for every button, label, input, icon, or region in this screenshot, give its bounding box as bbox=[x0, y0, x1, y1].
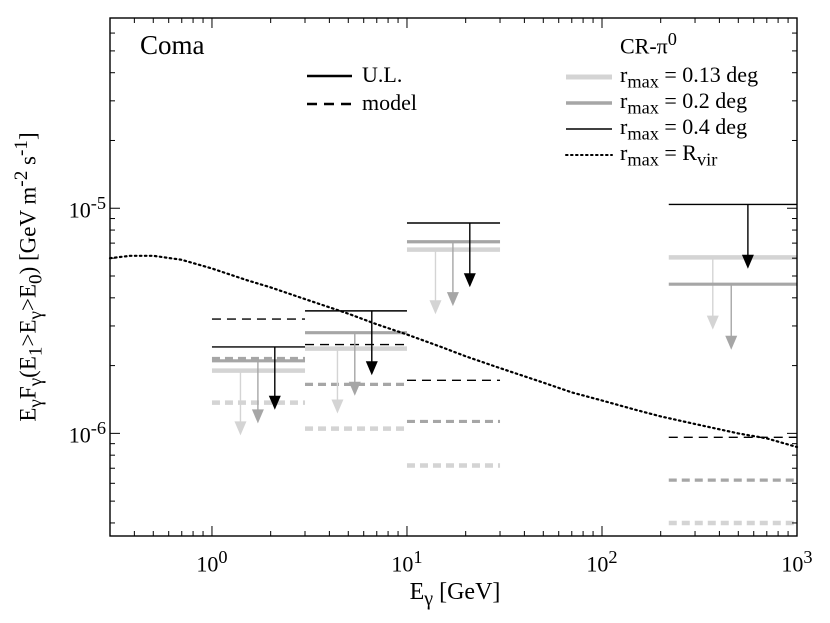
ul-arrow-head-bin0-r0.2 bbox=[251, 409, 264, 424]
y-tick-label: 10-5 bbox=[68, 194, 106, 223]
legend-label-rmax: rmax = 0.2 deg bbox=[620, 90, 748, 118]
x-tick-label-text: 101 bbox=[391, 548, 423, 577]
x-tick-label-text: 103 bbox=[781, 548, 813, 577]
legend-label-rmax-text: rmax = 0.13 deg bbox=[620, 64, 759, 92]
x-axis-title: Eγ [GeV] bbox=[409, 580, 501, 610]
x-tick-label: 103 bbox=[781, 548, 813, 577]
legend-label-rmax: rmax = Rvir bbox=[620, 142, 718, 170]
legend-label-rmax: rmax = 0.13 deg bbox=[620, 64, 759, 92]
ul-arrow-head-bin2-r0.13 bbox=[429, 300, 442, 315]
ul-arrow-head-bin2-r0.4 bbox=[463, 273, 476, 288]
chart-title: Coma bbox=[140, 32, 205, 60]
y-tick-label: 10-6 bbox=[68, 419, 106, 448]
axis-ticks bbox=[109, 18, 798, 536]
x-axis-title-text: Eγ [GeV] bbox=[409, 580, 501, 610]
legend-label-style: U.L. bbox=[362, 64, 403, 87]
ul-arrow-head-bin1-r0.13 bbox=[331, 399, 344, 414]
plot-area bbox=[108, 203, 799, 526]
ul-arrow-head-bin1-r0.2 bbox=[348, 381, 361, 396]
legend-title: CR-π0 bbox=[620, 30, 677, 59]
x-tick-label: 101 bbox=[391, 548, 423, 577]
y-axis-title-text: EγFγ(E1>Eγ>E0) [GeV m-2 s-1] bbox=[12, 132, 46, 422]
legend-title-text: CR-π0 bbox=[620, 30, 677, 59]
chart-title-text: Coma bbox=[140, 32, 205, 60]
series-line-rvir bbox=[108, 254, 799, 449]
legend-label-rmax-text: rmax = Rvir bbox=[620, 142, 718, 170]
legend-label-rmax-text: rmax = 0.2 deg bbox=[620, 90, 748, 118]
ul-arrow-head-bin3-r0.4 bbox=[741, 254, 754, 269]
x-tick-label-text: 100 bbox=[196, 548, 228, 577]
ul-arrow-head-bin1-r0.4 bbox=[365, 361, 378, 376]
plot-frame bbox=[109, 17, 798, 537]
ul-arrow-head-bin3-r0.13 bbox=[706, 315, 719, 330]
y-axis-title: EγFγ(E1>Eγ>E0) [GeV m-2 s-1] bbox=[12, 132, 46, 422]
legend-label-rmax: rmax = 0.4 deg bbox=[620, 116, 748, 144]
legend-label-style-text: U.L. bbox=[362, 64, 403, 87]
ul-arrow-head-bin2-r0.2 bbox=[446, 292, 459, 307]
y-tick-label-text: 10-6 bbox=[68, 419, 106, 448]
ul-arrow-head-bin0-r0.13 bbox=[234, 421, 247, 436]
x-tick-label-text: 102 bbox=[586, 548, 618, 577]
ul-arrow-head-bin3-r0.2 bbox=[725, 335, 738, 350]
legend-label-style-text: model bbox=[362, 92, 417, 115]
ul-arrow-head-bin0-r0.4 bbox=[268, 395, 281, 410]
legend-label-style: model bbox=[362, 92, 417, 115]
y-tick-label-text: 10-5 bbox=[68, 194, 106, 223]
x-tick-label: 102 bbox=[586, 548, 618, 577]
x-tick-label: 100 bbox=[196, 548, 228, 577]
axis-labels: 100 101 102 103 10-6 10-5 Eγ [GeV] EγFγ(E1>Eγ>E… bbox=[12, 32, 813, 610]
legend-label-rmax-text: rmax = 0.4 deg bbox=[620, 116, 748, 144]
